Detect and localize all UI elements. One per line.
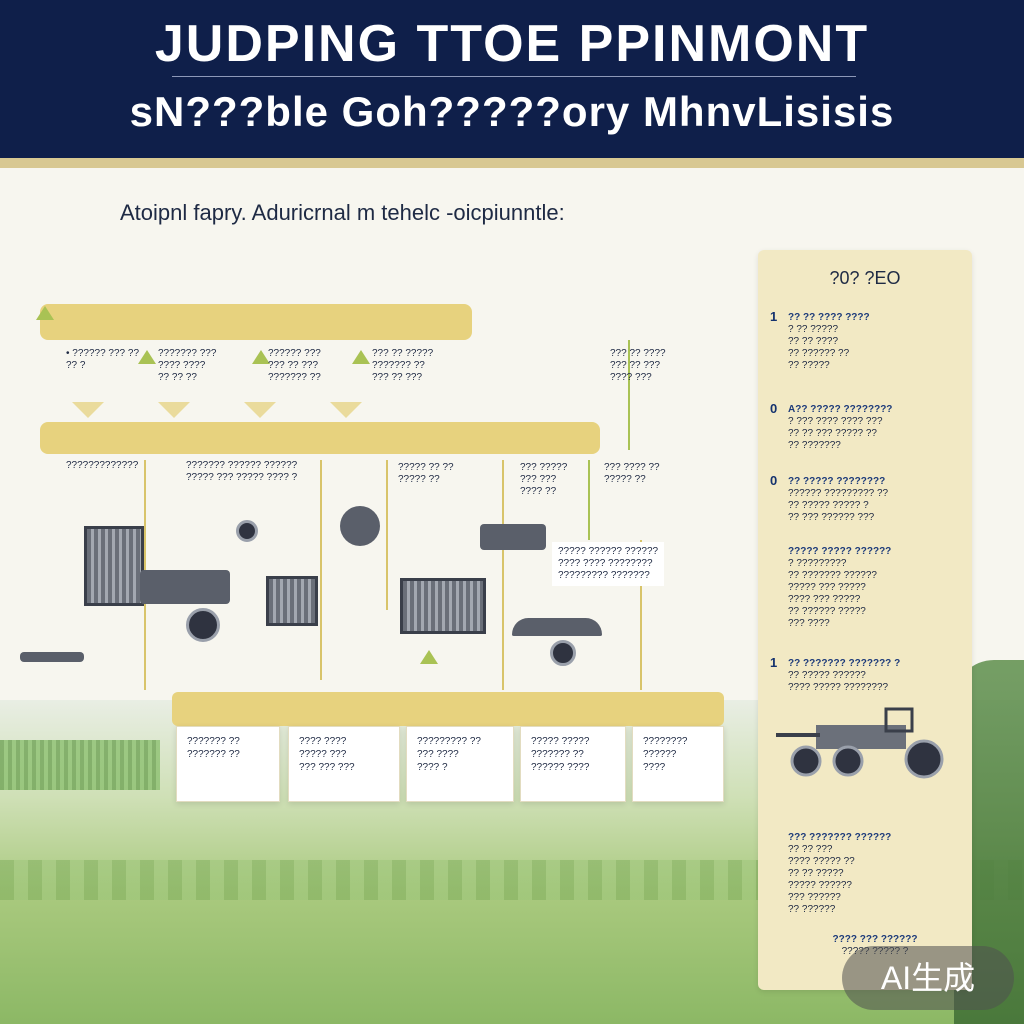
panel-section: 0 A?? ????? ???????? ? ??? ???? ???? ???… [770, 401, 893, 451]
output-box: ?????????????????? [632, 726, 724, 802]
note-card: ????? ?????? ?????????? ???? ???????????… [552, 542, 665, 586]
green-connector-line [628, 340, 630, 450]
output-box: ???? ????????? ?????? ??? ??? [288, 726, 400, 802]
combine-cab [400, 578, 486, 634]
connector-line [320, 460, 322, 680]
panel-section: ????? ????? ?????? ? ????????? ?? ??????… [788, 546, 892, 629]
connector-triangle [158, 402, 190, 418]
tractor-cab [266, 576, 318, 626]
field-crop-rows [0, 740, 160, 790]
mid-node-label: ??? ???? ??????? ?? [604, 462, 660, 485]
wheel-icon [236, 520, 258, 542]
wheel-icon [186, 608, 220, 642]
panel-section: ??? ??????? ?????? ?? ?? ??? ???? ????? … [788, 832, 892, 915]
tool-bar [20, 652, 84, 662]
bottom-flow-band [172, 692, 724, 726]
top-node-label: ??? ?? ???????????? ????? ?? ??? [372, 348, 434, 383]
up-arrow-icon [420, 650, 438, 664]
tractor-illustration [776, 707, 944, 779]
top-node-label: ??????? ??????? ?????? ?? ?? [158, 348, 217, 383]
gold-divider [0, 158, 1024, 168]
panel-section: 0 ?? ????? ???????? ?????? ????????? ?? … [770, 473, 889, 523]
connector-triangle [72, 402, 104, 418]
connector-triangle [244, 402, 276, 418]
wheel-icon [550, 640, 576, 666]
seeder-unit [480, 524, 546, 550]
sprayer-unit [340, 506, 380, 546]
page-title: JUDPING TTOE PPINMONT [154, 15, 870, 73]
connector-line [502, 460, 504, 690]
diagram-caption: Atoipnl fapry. Aduricrnal m tehelc -oicp… [120, 200, 565, 225]
harvester-body [140, 570, 230, 604]
output-box: ??????? ????????? ?? [176, 726, 280, 802]
flow-diagram: • ?????? ??? ???? ? ??????? ??????? ????… [0, 290, 740, 810]
panel-title: ?0? ?EO [829, 268, 901, 288]
connector-line [640, 540, 642, 690]
mid-node-label: ??????? ?????? ??????????? ??? ????? ???… [186, 460, 298, 483]
up-arrow-icon [138, 350, 156, 364]
connector-line [386, 460, 388, 610]
mid-node-label: ????? ?? ??????? ?? [398, 462, 454, 485]
drone-unit [512, 618, 602, 636]
header-divider [172, 76, 856, 77]
connector-triangle [330, 402, 362, 418]
ai-generated-badge: AI生成 [842, 946, 1014, 1010]
side-panel: ?0? ?EO 1 ?? ?? ???? ???? ? ?? ????? ?? … [758, 250, 972, 990]
page-subtitle: sN???ble Goh?????ory MhnvLisisis [129, 88, 895, 135]
top-node-label: ??? ?? ??????? ?? ??????? ??? [610, 348, 666, 383]
output-box: ????????? ????? ???????? ? [406, 726, 514, 802]
green-connector-line [588, 460, 590, 540]
up-arrow-icon [36, 306, 54, 320]
mid-node-label: ??? ???????? ??????? ?? [520, 462, 568, 497]
panel-section: 1 ?? ?? ???? ???? ? ?? ????? ?? ?? ???? … [770, 309, 870, 371]
top-node-label: • ?????? ??? ???? ? [66, 348, 140, 371]
top-node-label: ?????? ?????? ?? ?????????? ?? [268, 348, 321, 383]
middle-flow-band [40, 422, 600, 454]
harvester-cab [84, 526, 144, 606]
up-arrow-icon [352, 350, 370, 364]
output-box: ????? ???????????? ???????? ???? [520, 726, 626, 802]
header-banner: JUDPING TTOE PPINMONT sN???ble Goh?????o… [0, 0, 1024, 158]
up-arrow-icon [252, 350, 270, 364]
top-flow-band [40, 304, 472, 340]
panel-section: 1 ?? ??????? ??????? ? ?? ????? ?????? ?… [770, 655, 901, 693]
mid-node-label: ????????????? [66, 460, 139, 471]
